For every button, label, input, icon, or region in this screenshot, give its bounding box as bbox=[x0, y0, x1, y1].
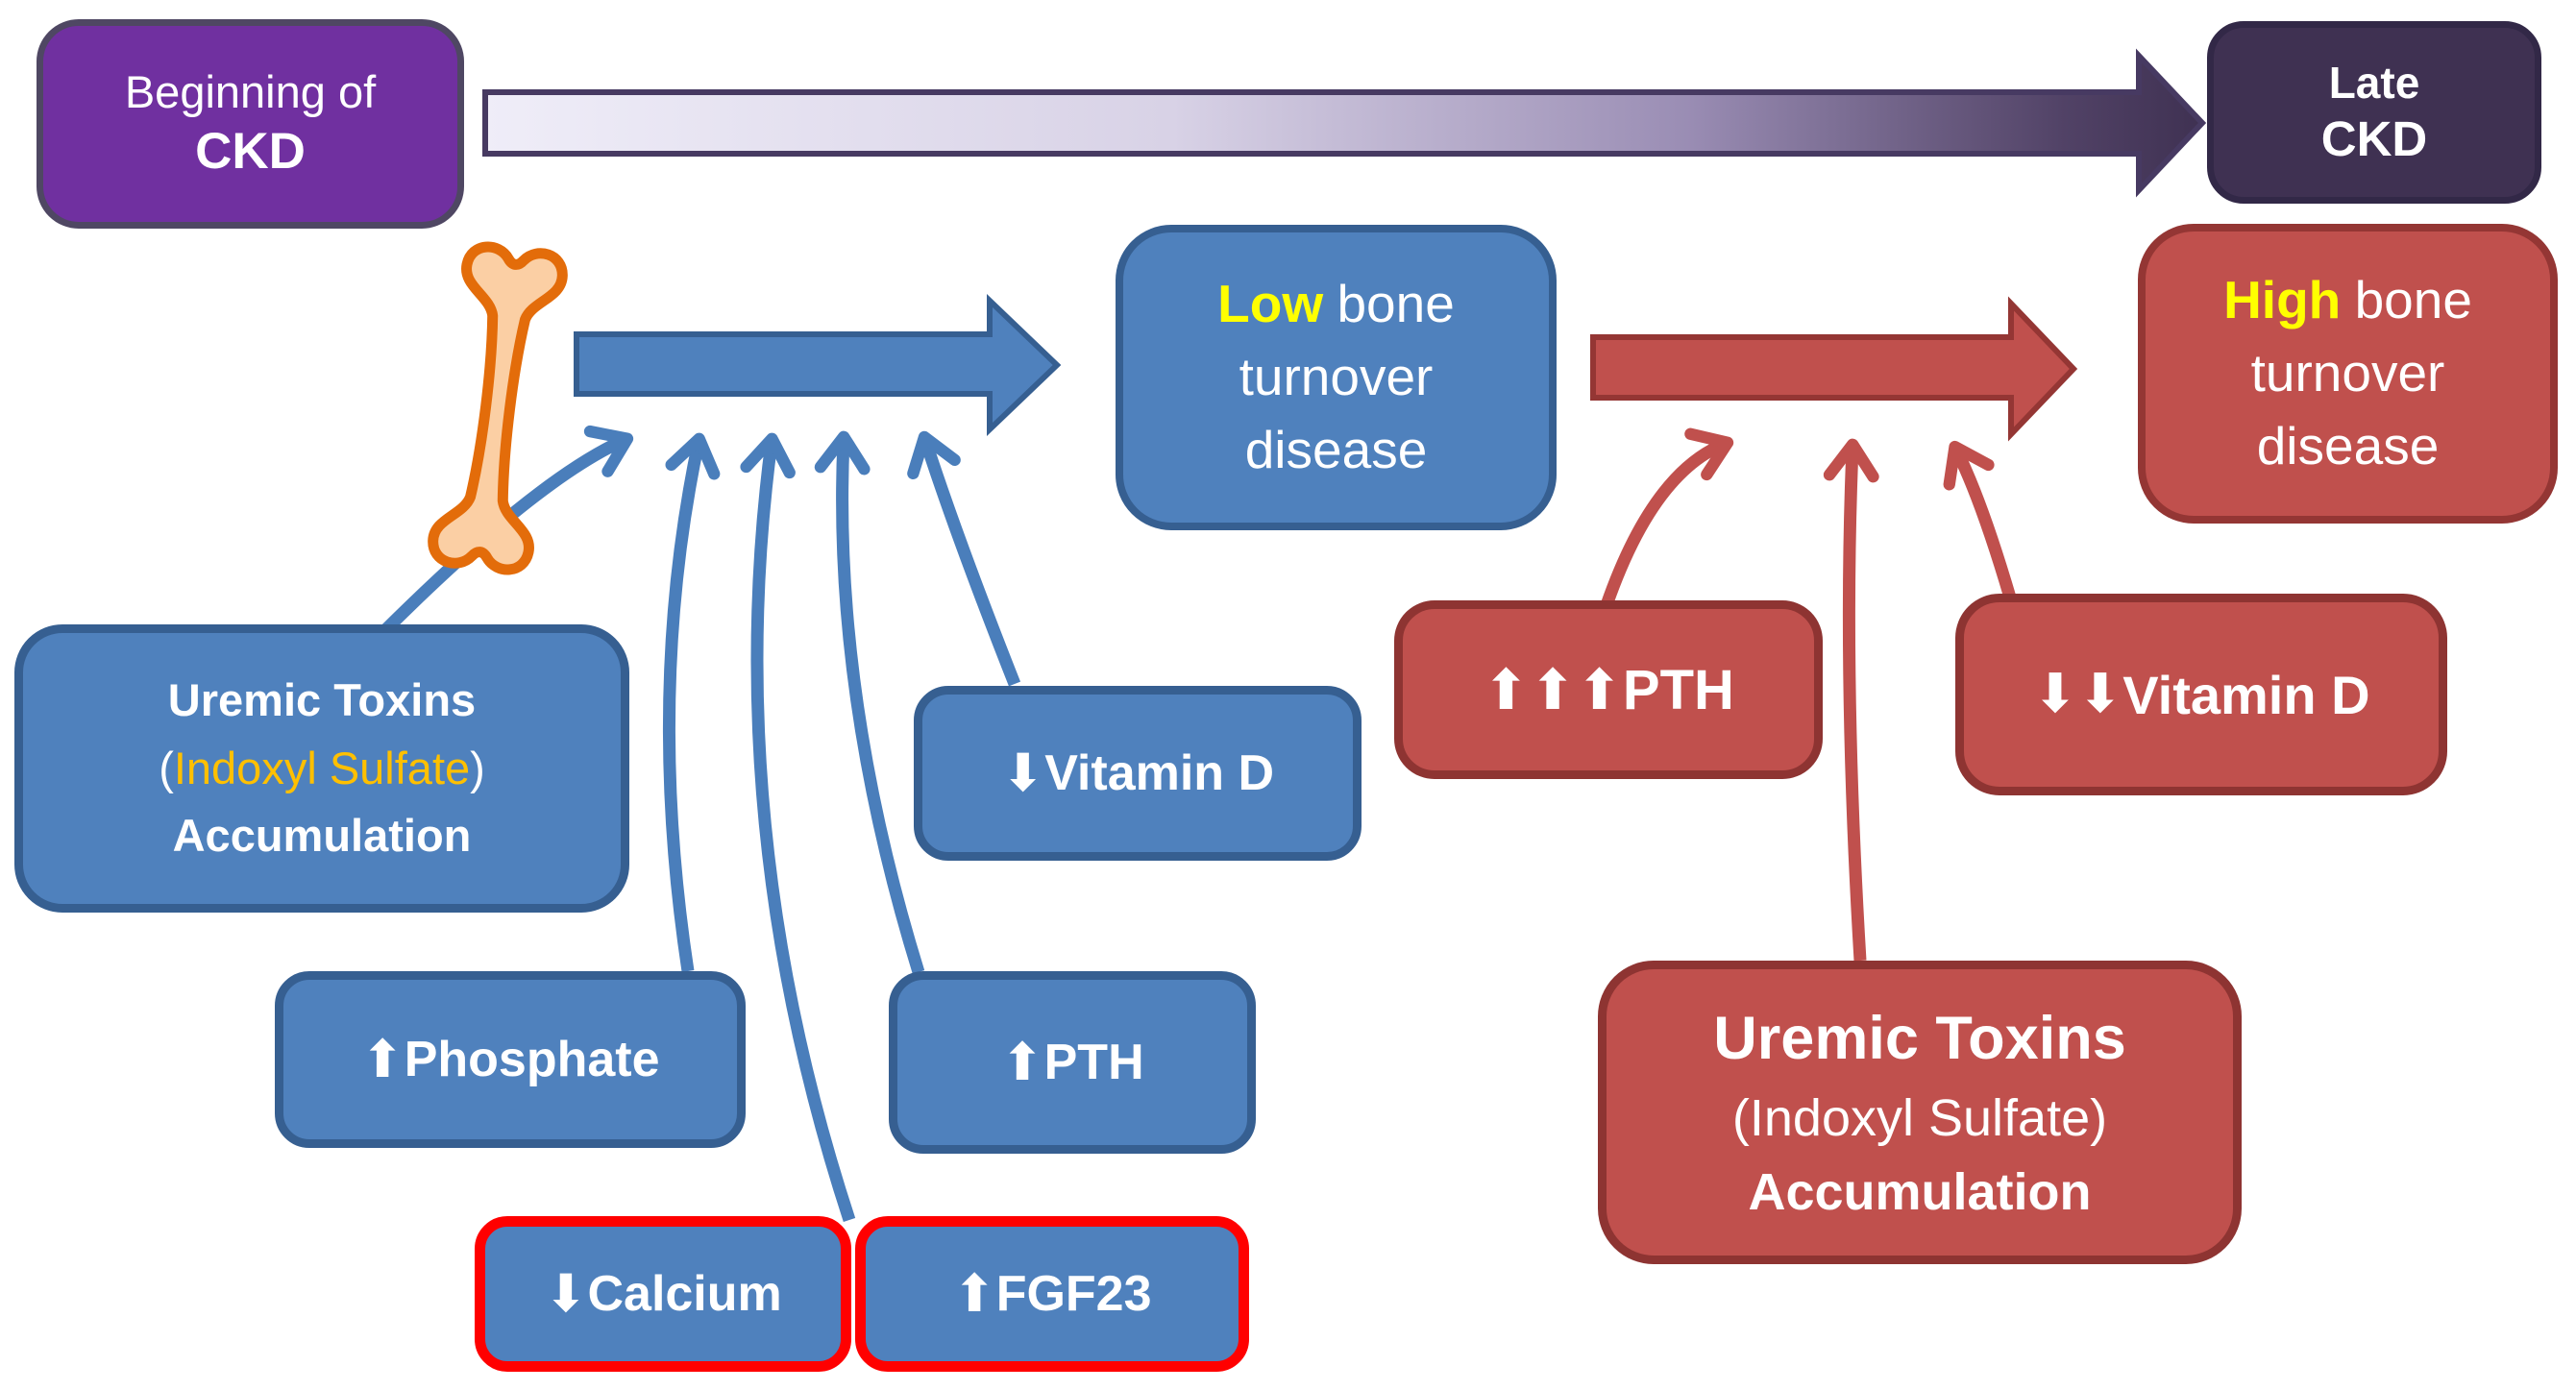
vitamin-d-red-label: Vitamin D bbox=[2122, 664, 2370, 725]
beginning-ckd-label: Beginning of bbox=[124, 65, 377, 117]
down-arrow-glyph: ⬇ bbox=[544, 1263, 588, 1324]
pth-blue-box: ⬆ PTH bbox=[889, 971, 1256, 1154]
uremic-red-connector bbox=[1823, 438, 1879, 962]
uremic-blue-indoxyl-sulfate: Indoxyl Sulfate bbox=[173, 742, 471, 793]
vitamin-d-red-box: ⬇⬇ Vitamin D bbox=[1955, 594, 2447, 795]
high-box-rest: bone bbox=[2354, 270, 2472, 330]
up-arrow-glyph: ⬆ bbox=[1000, 1032, 1044, 1092]
low-box-highlight: Low bbox=[1217, 274, 1324, 334]
vitamin-d-connector bbox=[907, 430, 1021, 687]
low-box-line2: turnover bbox=[1239, 347, 1434, 407]
uremic-blue-paren-open: ( bbox=[159, 742, 174, 793]
timeline-arrow bbox=[482, 48, 2207, 198]
pth-red-label: PTH bbox=[1622, 658, 1734, 721]
high-box-highlight: High bbox=[2223, 270, 2342, 330]
uremic-toxins-blue-box: Uremic Toxins ( Indoxyl Sulfate ) Accumu… bbox=[14, 624, 629, 913]
pth-connector bbox=[814, 430, 925, 974]
high-bone-turnover-box: High bone turnover disease bbox=[2138, 224, 2558, 524]
uremic-toxins-red-box: Uremic Toxins (Indoxyl Sulfate) Accumula… bbox=[1598, 961, 2242, 1264]
beginning-ckd-acronym: CKD bbox=[195, 123, 306, 181]
fgf23-box: ⬆ FGF23 bbox=[855, 1216, 1249, 1372]
vitamin-d-red-connector bbox=[1943, 440, 2017, 599]
calcium-fgf23-connector bbox=[740, 432, 856, 1223]
calcium-label: Calcium bbox=[587, 1266, 782, 1322]
uremic-blue-line3: Accumulation bbox=[172, 810, 472, 862]
uremic-blue-paren-close: ) bbox=[470, 742, 485, 793]
vitamin-d-blue-label: Vitamin D bbox=[1044, 745, 1275, 801]
pth-blue-label: PTH bbox=[1043, 1035, 1144, 1090]
high-box-line2: turnover bbox=[2250, 343, 2445, 403]
high-progression-arrow bbox=[1590, 296, 2078, 442]
bone-icon bbox=[428, 241, 568, 575]
phosphate-box: ⬆ Phosphate bbox=[275, 971, 746, 1148]
double-down-arrow-glyph: ⬇⬇ bbox=[2032, 663, 2123, 725]
late-ckd-box: Late CKD bbox=[2207, 21, 2541, 204]
pth-red-box: ⬆⬆⬆ PTH bbox=[1394, 600, 1823, 779]
uremic-red-line2: (Indoxyl Sulfate) bbox=[1731, 1089, 2108, 1148]
late-ckd-label: Late bbox=[2328, 57, 2420, 108]
high-box-line3: disease bbox=[2256, 415, 2440, 476]
low-box-rest: bone bbox=[1337, 274, 1455, 334]
uremic-red-line1: Uremic Toxins bbox=[1713, 1004, 2126, 1072]
uremic-red-line3: Accumulation bbox=[1748, 1162, 2092, 1221]
low-progression-arrow bbox=[574, 293, 1062, 437]
phosphate-connector bbox=[662, 432, 721, 972]
fgf23-label: FGF23 bbox=[995, 1266, 1152, 1322]
pth-red-connector bbox=[1600, 427, 1734, 608]
uremic-toxins-connector bbox=[381, 425, 634, 634]
phosphate-label: Phosphate bbox=[404, 1032, 660, 1087]
up-arrow-glyph: ⬆ bbox=[360, 1029, 405, 1089]
late-ckd-acronym: CKD bbox=[2320, 110, 2428, 166]
low-box-line3: disease bbox=[1244, 419, 1428, 479]
beginning-ckd-box: Beginning of CKD bbox=[37, 19, 464, 229]
up-arrow-glyph: ⬆ bbox=[952, 1263, 996, 1324]
uremic-blue-line1: Uremic Toxins bbox=[167, 674, 477, 726]
triple-up-arrow-glyph: ⬆⬆⬆ bbox=[1483, 657, 1623, 722]
vitamin-d-blue-box: ⬇ Vitamin D bbox=[914, 686, 1362, 861]
down-arrow-glyph: ⬇ bbox=[1000, 743, 1045, 803]
low-bone-turnover-box: Low bone turnover disease bbox=[1116, 225, 1557, 530]
calcium-box: ⬇ Calcium bbox=[475, 1216, 851, 1372]
